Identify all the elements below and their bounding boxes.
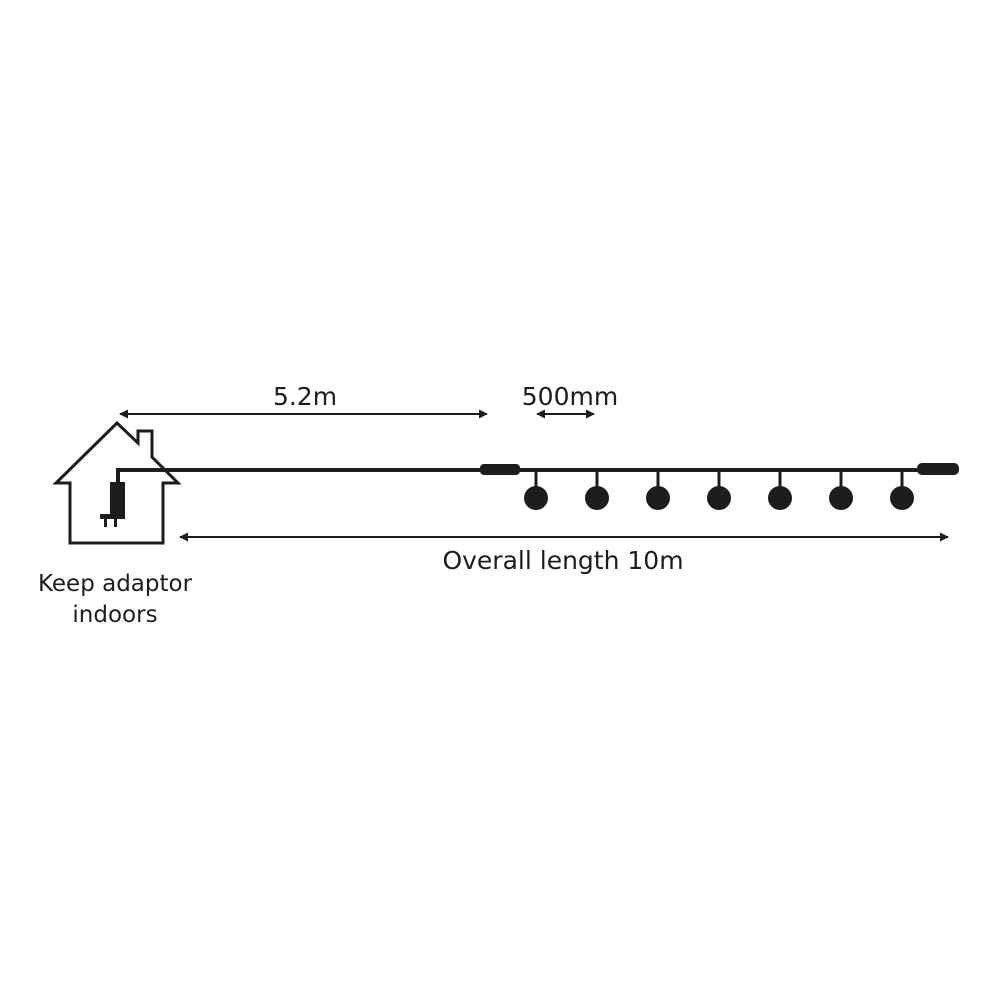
bulb-globe	[646, 486, 670, 510]
overall-length-label: Overall length 10m	[442, 546, 683, 575]
end-cap	[917, 463, 959, 475]
bulb-2	[585, 470, 609, 510]
bulb-spacing-label: 500mm	[522, 382, 618, 411]
bulb-globe	[707, 486, 731, 510]
plug-adaptor-icon	[100, 482, 125, 527]
bulb-7	[890, 470, 914, 510]
bulb-4	[707, 470, 731, 510]
adaptor-note-line-2: indoors	[72, 602, 157, 628]
bulb-6	[829, 470, 853, 510]
bulb-3	[646, 470, 670, 510]
bulb-1	[524, 470, 548, 510]
bulb-globe	[890, 486, 914, 510]
adaptor-note-line-1: Keep adaptor	[38, 571, 193, 597]
lead-cable	[116, 468, 485, 484]
bulb-globe	[829, 486, 853, 510]
bulb-globe	[768, 486, 792, 510]
bulb-globe	[585, 486, 609, 510]
house-icon	[52, 420, 182, 545]
cable-connector	[480, 464, 520, 475]
bulb-globe	[524, 486, 548, 510]
bulb-group	[524, 470, 914, 510]
bulb-5	[768, 470, 792, 510]
lead-length-label: 5.2m	[273, 382, 337, 411]
